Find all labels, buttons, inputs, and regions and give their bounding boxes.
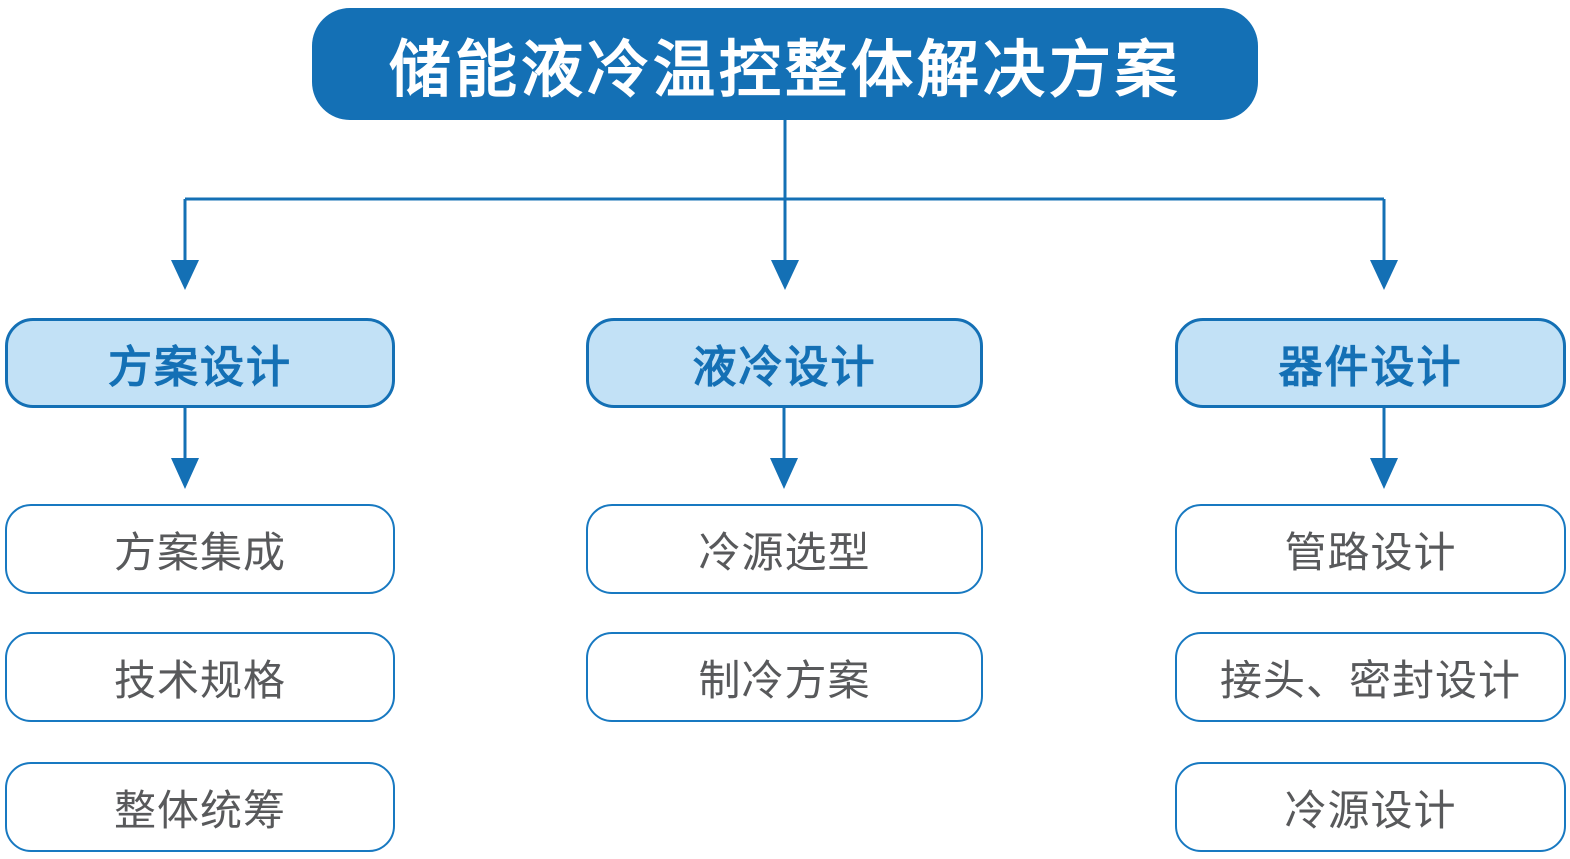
leaf-node-piping-design: 管路设计	[1175, 504, 1566, 594]
leaf-node-cold-source-design: 冷源设计	[1175, 762, 1566, 852]
branch-node-component-design: 器件设计	[1175, 318, 1566, 408]
leaf-node-overall-coordination: 整体统筹	[5, 762, 395, 852]
leaf-node-refrigeration-scheme: 制冷方案	[586, 632, 983, 722]
arrow-down-icon	[171, 260, 199, 290]
branch-node-scheme-design: 方案设计	[5, 318, 395, 408]
arrow-down-icon	[1370, 260, 1398, 290]
leaf-node-scheme-integration: 方案集成	[5, 504, 395, 594]
arrow-down-icon	[771, 260, 799, 290]
arrow-down-icon	[1370, 458, 1398, 489]
arrow-down-icon	[171, 458, 199, 489]
arrow-down-icon	[770, 458, 798, 489]
root-node-title: 储能液冷温控整体解决方案	[312, 8, 1258, 120]
leaf-node-technical-specs: 技术规格	[5, 632, 395, 722]
branch-node-liquid-cooling-design: 液冷设计	[586, 318, 983, 408]
leaf-node-cold-source-selection: 冷源选型	[586, 504, 983, 594]
leaf-node-joint-seal-design: 接头、密封设计	[1175, 632, 1566, 722]
